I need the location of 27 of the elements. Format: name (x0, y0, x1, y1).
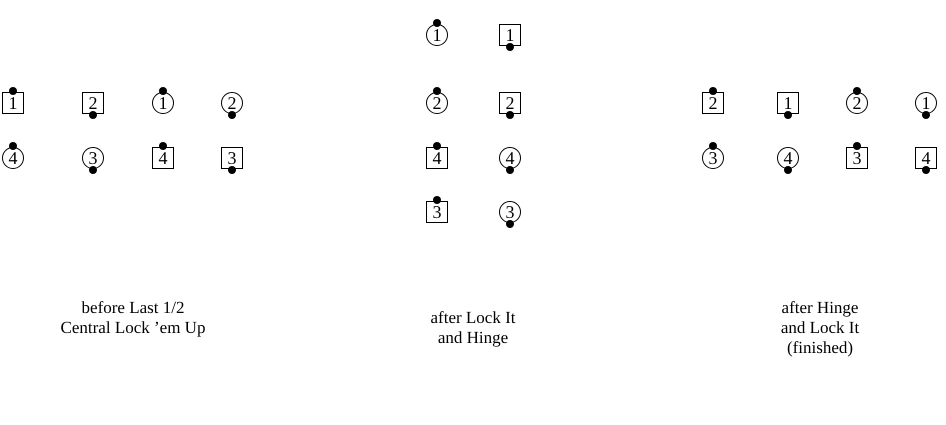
dancer-number: 1 (158, 94, 168, 112)
dancer-number: 4 (506, 149, 514, 167)
formation-caption: after Lock It and Hinge (430, 308, 516, 348)
dancer-number: 3 (708, 149, 718, 167)
dancer-number: 3 (228, 149, 236, 167)
dancer-number: 2 (506, 94, 514, 112)
dancer-number: 2 (228, 94, 236, 112)
dancer-number: 1 (506, 26, 514, 44)
dancer-number: 4 (922, 149, 930, 167)
dancer-number: 1 (8, 94, 18, 112)
formation-caption: before Last 1/2 Central Lock ’em Up (60, 298, 206, 338)
dancer-number: 4 (158, 149, 168, 167)
formation-caption: after Hinge and Lock It (finished) (780, 298, 860, 358)
dancer-number: 4 (784, 149, 792, 167)
dancer-number: 2 (852, 94, 862, 112)
dancer-number: 3 (506, 203, 514, 221)
dancer-number: 4 (432, 149, 442, 167)
dancer-number: 2 (88, 94, 98, 112)
dancer-number: 4 (8, 149, 18, 167)
dancer-number: 3 (852, 149, 862, 167)
dancer-number: 1 (784, 94, 792, 112)
dancer-number: 3 (432, 203, 442, 221)
dancer-number: 2 (432, 94, 442, 112)
dancer-number: 3 (88, 149, 98, 167)
dancer-number: 2 (708, 94, 718, 112)
dancer-number: 1 (432, 26, 442, 44)
dancer-number: 1 (922, 94, 930, 112)
